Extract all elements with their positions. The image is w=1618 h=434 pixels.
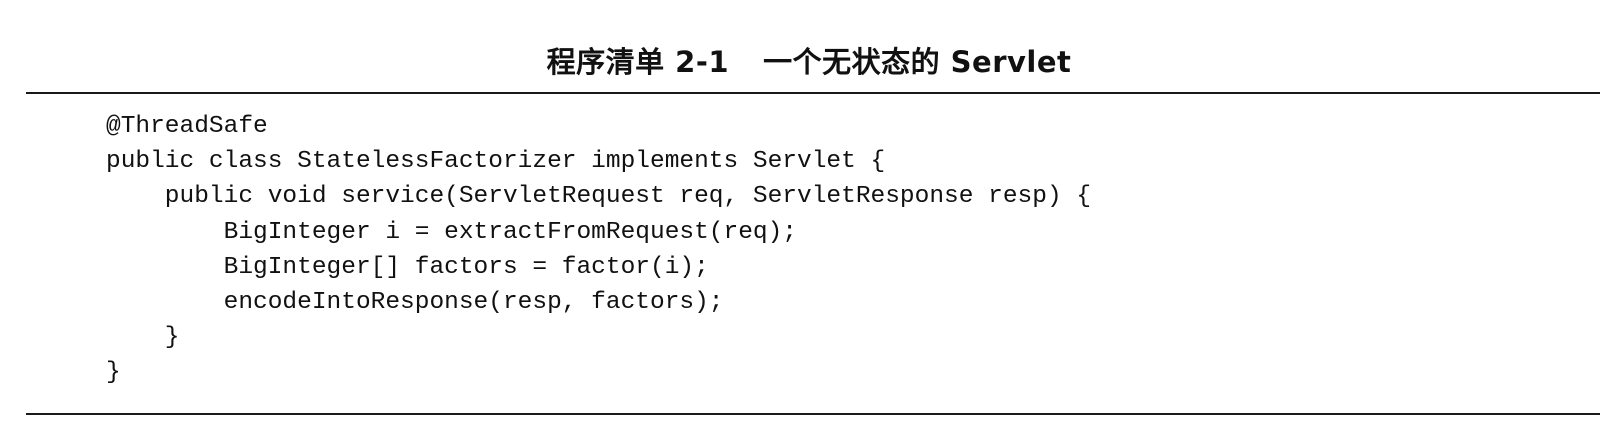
code-line: @ThreadSafe <box>106 113 268 140</box>
top-rule <box>26 92 1600 94</box>
listing-label: 程序清单 2-1 <box>546 45 730 79</box>
listing-title: 程序清单 2-1 一个无状态的 Servlet <box>0 44 1618 80</box>
code-line: public class StatelessFactorizer impleme… <box>106 148 886 176</box>
code-line: } <box>106 324 180 352</box>
listing-caption: 一个无状态的 Servlet <box>763 45 1072 79</box>
code-line: } <box>106 359 121 387</box>
bottom-rule <box>26 413 1600 415</box>
code-line: BigInteger[] factors = factor(i); <box>106 253 709 281</box>
code-line: encodeIntoResponse(resp, factors); <box>106 289 724 317</box>
code-listing: @ThreadSafe public class StatelessFactori… <box>106 109 1091 391</box>
code-line: BigInteger i = extractFromRequest(req); <box>106 218 798 246</box>
code-line: public void service(ServletRequest req, … <box>106 183 1092 211</box>
